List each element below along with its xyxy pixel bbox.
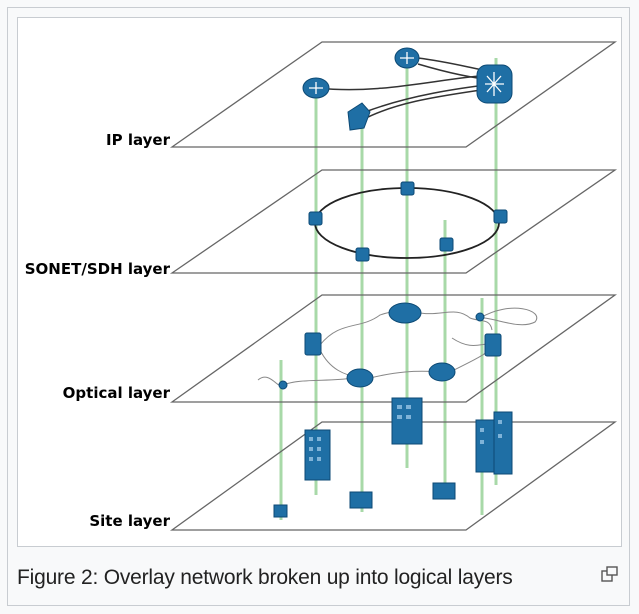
building-icon bbox=[391, 397, 423, 445]
ip-link-4 bbox=[361, 87, 495, 121]
site-node-icon bbox=[432, 482, 456, 500]
figure-caption: Figure 2: Overlay network broken up into… bbox=[17, 566, 513, 589]
oadm-icon bbox=[304, 332, 322, 356]
sonet-layer-plane bbox=[169, 169, 618, 274]
adm-icon bbox=[400, 181, 415, 196]
optical-fiber bbox=[257, 376, 353, 387]
optical-layer-label: Optical layer bbox=[63, 384, 171, 402]
enlarge-icon[interactable] bbox=[600, 565, 620, 585]
optical-layer-plane bbox=[169, 294, 618, 403]
building-icon bbox=[493, 411, 513, 475]
sonet-layer-label: SONET/SDH layer bbox=[25, 260, 171, 278]
adm-icon bbox=[308, 211, 323, 226]
router-icon bbox=[347, 102, 371, 131]
optical-fiber bbox=[414, 311, 493, 331]
site-node-icon bbox=[273, 504, 288, 518]
site-layer-label: Site layer bbox=[89, 512, 170, 530]
oadm-icon bbox=[484, 333, 502, 357]
ip-layer-plane bbox=[169, 41, 618, 148]
adm-icon bbox=[439, 237, 454, 252]
ip-layer-label: IP layer bbox=[106, 131, 171, 149]
adm-icon bbox=[355, 247, 370, 262]
optical-node-icon bbox=[475, 312, 485, 322]
oxc-icon bbox=[428, 362, 456, 382]
optical-fiber bbox=[479, 307, 538, 326]
oxc-icon bbox=[388, 302, 422, 324]
adm-icon bbox=[493, 209, 508, 224]
optical-node-icon bbox=[278, 380, 288, 390]
building-icon bbox=[475, 419, 497, 473]
site-node-icon bbox=[349, 491, 373, 509]
oxc-icon bbox=[346, 368, 374, 388]
site-layer-plane bbox=[169, 421, 618, 531]
